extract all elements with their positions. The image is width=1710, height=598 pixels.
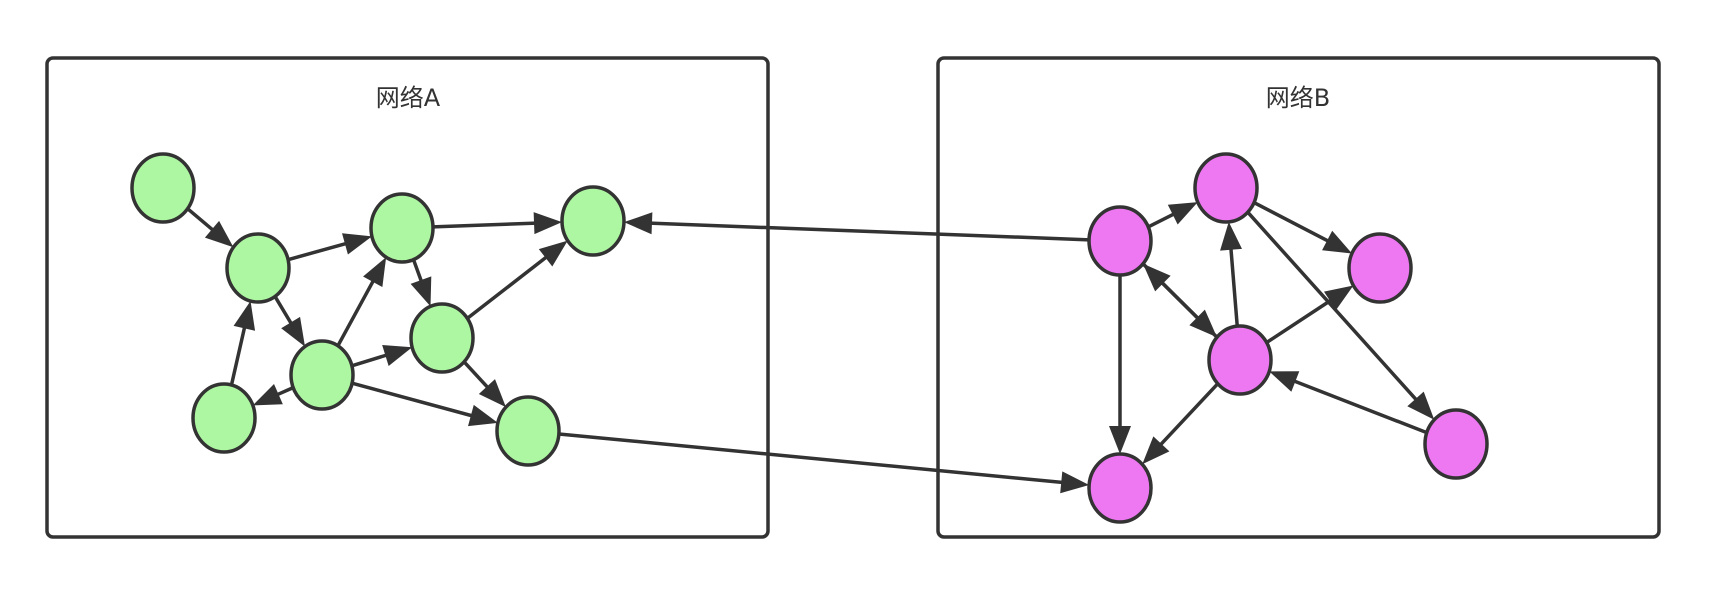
edge-line xyxy=(466,255,549,320)
edge-line xyxy=(287,241,348,262)
edge-A1-to-A2 xyxy=(186,207,234,248)
edge-line xyxy=(1158,382,1220,447)
node-A2[interactable] xyxy=(225,232,291,304)
edge-line xyxy=(229,325,247,386)
arrowhead-icon xyxy=(281,316,305,347)
arrowhead-icon xyxy=(1109,426,1131,454)
node-B6[interactable] xyxy=(1423,408,1489,480)
arrowhead-icon xyxy=(204,220,234,248)
arrowhead-icon xyxy=(1167,202,1198,225)
node-B1[interactable] xyxy=(1087,205,1153,277)
edge-B2-to-B3 xyxy=(1253,201,1352,254)
edge-line xyxy=(1160,280,1219,339)
arrowhead-icon xyxy=(1323,285,1354,311)
edge-A5-to-A7 xyxy=(351,344,413,368)
network-a-title: 网络A xyxy=(376,84,441,112)
node-A8[interactable] xyxy=(495,395,561,467)
node-A6[interactable] xyxy=(191,382,257,454)
node-A4[interactable] xyxy=(560,185,626,257)
arrowhead-icon xyxy=(342,233,372,255)
edge-line xyxy=(351,353,388,368)
edge-A7-to-A8 xyxy=(462,360,506,408)
node-B2[interactable] xyxy=(1193,152,1259,224)
arrowhead-icon xyxy=(252,384,283,406)
edge-line xyxy=(1147,212,1176,229)
arrowhead-icon xyxy=(623,212,653,235)
edge-A5-to-A6 xyxy=(252,384,294,406)
edge-B1-to-A4 xyxy=(623,212,1090,242)
node-B4[interactable] xyxy=(1207,324,1273,396)
edge-A7-to-A4 xyxy=(466,240,568,320)
edge-A6-to-A2 xyxy=(229,300,256,386)
edge-A3-to-A4 xyxy=(432,212,563,235)
edge-B1-to-B2 xyxy=(1147,202,1198,229)
arrowhead-icon xyxy=(538,240,568,267)
edge-line xyxy=(558,432,1064,485)
edge-line xyxy=(336,279,376,347)
edge-B1-to-B5 xyxy=(1109,275,1131,454)
arrowhead-icon xyxy=(410,276,432,307)
edge-A5-to-A8 xyxy=(351,381,498,427)
node-A1[interactable] xyxy=(130,152,196,224)
edge-line xyxy=(1229,247,1239,327)
edge-line xyxy=(275,386,294,397)
edge-line xyxy=(1253,201,1330,244)
edge-line xyxy=(186,207,215,232)
arrowhead-icon xyxy=(533,212,563,235)
edge-B4-to-B3 xyxy=(1265,285,1354,344)
node-A7[interactable] xyxy=(409,302,475,374)
edge-A2-to-A5 xyxy=(273,295,305,347)
edge-B2-to-B6 xyxy=(1246,211,1435,420)
arrowhead-icon xyxy=(1322,230,1352,254)
edge-line xyxy=(1292,379,1428,435)
edge-line xyxy=(1246,211,1419,402)
edge-line xyxy=(1265,298,1333,344)
edge-A2-to-A3 xyxy=(287,233,372,262)
arrowhead-icon xyxy=(1142,263,1171,292)
edge-line xyxy=(649,221,1090,242)
arrowhead-icon xyxy=(468,404,498,427)
arrowhead-icon xyxy=(1220,221,1242,251)
arrowhead-icon xyxy=(233,300,256,331)
arrowhead-icon xyxy=(478,379,506,408)
network-a-frame xyxy=(45,56,770,539)
node-A3[interactable] xyxy=(369,192,435,264)
node-B3[interactable] xyxy=(1347,232,1413,304)
arrowhead-icon xyxy=(1060,471,1090,494)
edge-B6-to-B4 xyxy=(1269,371,1428,435)
edge-B4-to-B5 xyxy=(1142,382,1220,465)
arrowhead-icon xyxy=(1269,371,1300,392)
edge-A3-to-A7 xyxy=(410,258,432,307)
edge-line xyxy=(462,360,490,390)
edge-A8-to-B5 xyxy=(558,432,1090,494)
edge-line xyxy=(273,295,294,326)
network-b-frame xyxy=(936,56,1661,539)
edge-line xyxy=(432,221,537,229)
edge-B4-to-B1 xyxy=(1142,263,1219,339)
edge-line xyxy=(351,381,474,418)
arrowhead-icon xyxy=(363,257,387,288)
node-A5[interactable] xyxy=(289,339,355,411)
arrowhead-icon xyxy=(1142,436,1170,465)
arrowhead-icon xyxy=(382,344,413,366)
node-B5[interactable] xyxy=(1087,452,1153,524)
edge-B4-to-B2 xyxy=(1220,221,1242,327)
network-b-title: 网络B xyxy=(1266,84,1330,112)
arrowhead-icon xyxy=(1407,391,1435,420)
edge-A5-to-A3 xyxy=(336,257,387,347)
edge-line xyxy=(411,258,424,283)
